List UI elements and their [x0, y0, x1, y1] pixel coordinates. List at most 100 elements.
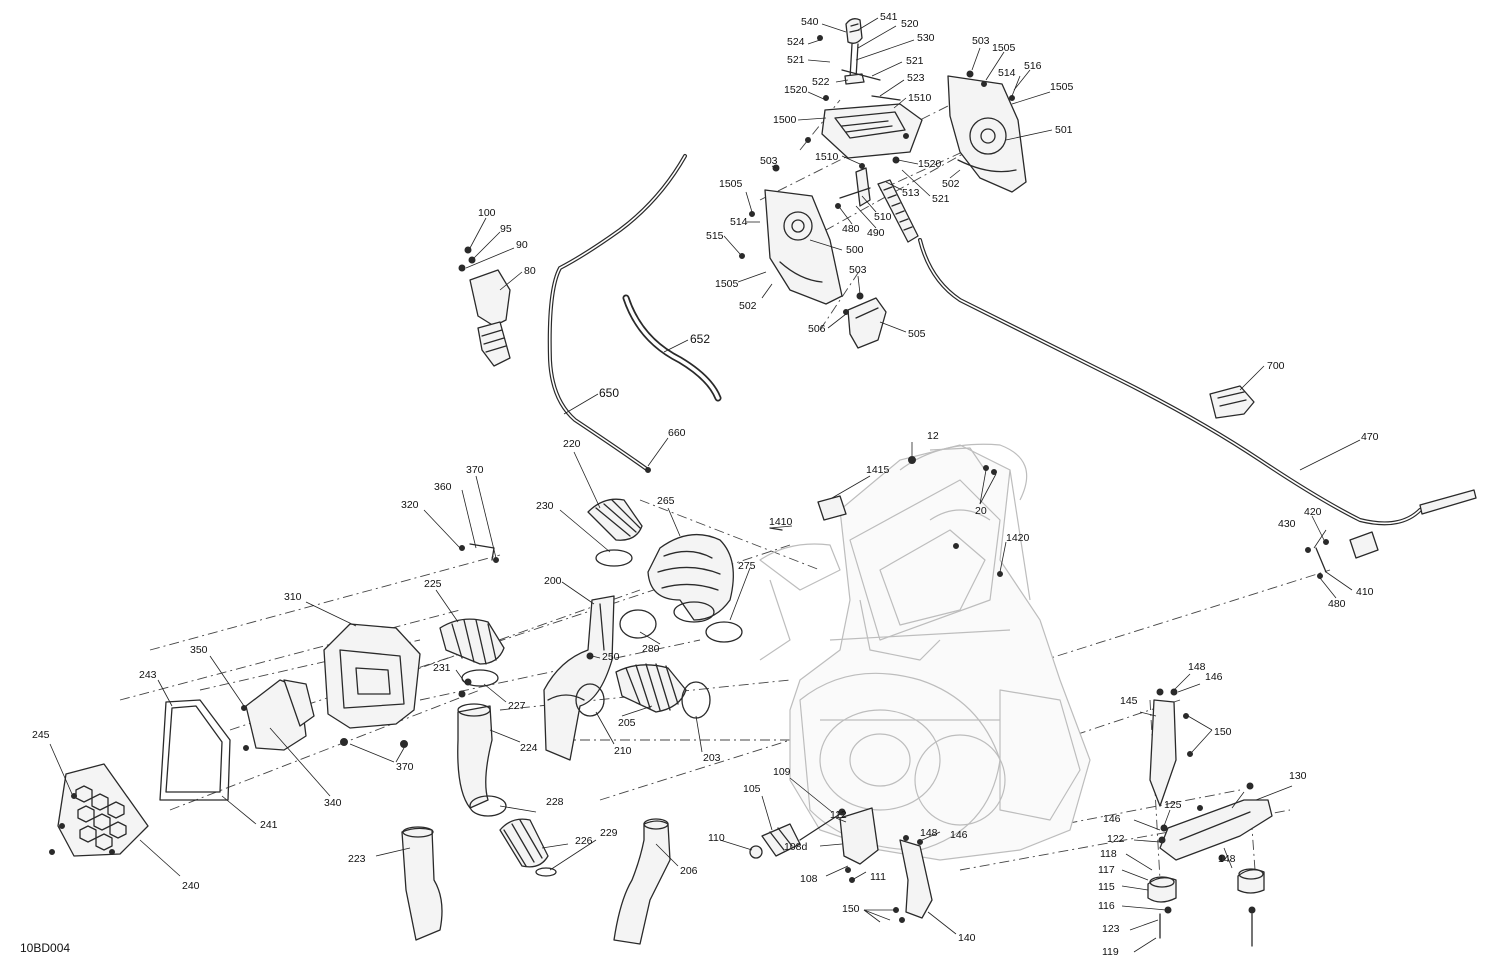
- callout-503-a: 503: [760, 155, 778, 167]
- callout-223: 223: [348, 853, 366, 865]
- callout-540: 540: [801, 16, 819, 28]
- callout-220: 220: [563, 438, 581, 450]
- callout-514-a: 514: [998, 67, 1016, 79]
- callout-420: 420: [1304, 506, 1322, 518]
- callout-145: 145: [1120, 695, 1138, 707]
- callout-410: 410: [1356, 586, 1374, 598]
- shifter-assembly: [739, 18, 1027, 349]
- callout-521-b: 521: [906, 55, 924, 67]
- callout-280: 280: [642, 643, 660, 655]
- callout-1505-b: 1505: [1050, 81, 1074, 93]
- callout-108d: 108d: [784, 841, 808, 853]
- callout-200: 200: [544, 575, 562, 587]
- callout-513: 513: [902, 187, 920, 199]
- callout-1410: 1410: [769, 516, 793, 528]
- callout-140: 140: [958, 932, 976, 944]
- callout-119: 119: [1102, 946, 1119, 958]
- callout-1505-a: 1505: [992, 42, 1016, 54]
- callout-275: 275: [738, 560, 756, 572]
- callout-480-b: 480: [1328, 598, 1346, 610]
- callout-360: 360: [434, 481, 452, 493]
- callout-112: 112: [830, 809, 847, 821]
- engine-ghost: [759, 443, 1091, 861]
- callout-227: 227: [508, 700, 526, 712]
- callout-116: 116: [1098, 900, 1115, 912]
- diagram-code: 10BD004: [20, 941, 70, 955]
- callout-110: 110: [708, 832, 725, 844]
- callout-502-a: 502: [942, 178, 960, 190]
- callout-150-a: 150: [1214, 726, 1232, 738]
- callout-203: 203: [703, 752, 721, 764]
- callout-490: 490: [867, 227, 885, 239]
- callout-231: 231: [433, 662, 451, 674]
- callout-1520-a: 1520: [784, 84, 808, 96]
- callout-370-b: 370: [396, 761, 414, 773]
- callout-522: 522: [812, 76, 830, 88]
- callout-1510-b: 1510: [815, 151, 839, 163]
- callout-500: 500: [846, 244, 864, 256]
- callout-502-b: 502: [739, 300, 757, 312]
- callout-12: 12: [927, 430, 939, 442]
- callout-125: 125: [1164, 799, 1182, 811]
- callout-505: 505: [908, 328, 926, 340]
- callout-95: 95: [500, 223, 512, 235]
- callout-146-a: 146: [1205, 671, 1223, 683]
- callout-480-a: 480: [842, 223, 860, 235]
- cables: [547, 154, 1477, 526]
- callout-1520-b: 1520: [918, 158, 942, 170]
- callout-430: 430: [1278, 518, 1296, 530]
- airbox-assembly: [49, 543, 499, 857]
- callout-320: 320: [401, 499, 419, 511]
- callout-650: 650: [599, 386, 619, 400]
- callout-652: 652: [690, 332, 710, 346]
- callout-108: 108: [800, 873, 818, 885]
- callout-206: 206: [680, 865, 698, 877]
- callout-501: 501: [1055, 124, 1073, 136]
- callout-labels: 540 541 520 530 524 521 521 522 523 1520…: [20, 11, 1379, 958]
- callout-150-b: 150: [842, 903, 860, 915]
- callout-109: 109: [773, 766, 791, 778]
- callout-521-c: 521: [932, 193, 950, 205]
- callout-230: 230: [536, 500, 554, 512]
- callout-243: 243: [139, 669, 157, 681]
- callout-265: 265: [657, 495, 675, 507]
- callout-146-b: 146: [1103, 813, 1121, 825]
- callout-1505-c: 1505: [719, 178, 743, 190]
- callout-100: 100: [478, 207, 496, 219]
- callout-250: 250: [602, 651, 620, 663]
- pedal-assembly: [458, 246, 511, 367]
- callout-80: 80: [524, 265, 536, 277]
- callout-350: 350: [190, 644, 208, 656]
- callout-524: 524: [787, 36, 805, 48]
- callout-1420: 1420: [1006, 532, 1030, 544]
- callout-523: 523: [907, 72, 925, 84]
- callout-105: 105: [743, 783, 761, 795]
- callout-228: 228: [546, 796, 564, 808]
- callout-1505-d: 1505: [715, 278, 739, 290]
- callout-521-a: 521: [787, 54, 805, 66]
- callout-118: 118: [1100, 848, 1117, 860]
- callout-205: 205: [618, 717, 636, 729]
- callout-245: 245: [32, 729, 50, 741]
- callout-130: 130: [1289, 770, 1307, 782]
- callout-240: 240: [182, 880, 200, 892]
- engine-mount-parts: [645, 456, 1379, 947]
- callout-340: 340: [324, 797, 342, 809]
- callout-503-top: 503: [972, 35, 990, 47]
- callout-210: 210: [614, 745, 632, 757]
- callout-111: 111: [870, 871, 886, 883]
- callout-241: 241: [260, 819, 278, 831]
- callout-1500: 1500: [773, 114, 797, 126]
- callout-122: 122: [1107, 833, 1125, 845]
- callout-117: 117: [1098, 864, 1115, 876]
- callout-503-c: 503: [849, 264, 867, 276]
- callout-660: 660: [668, 427, 686, 439]
- callout-470: 470: [1361, 431, 1379, 443]
- callout-229: 229: [600, 827, 618, 839]
- callout-leaders: [49, 17, 1361, 953]
- callout-225: 225: [424, 578, 442, 590]
- callout-516: 516: [1024, 60, 1042, 72]
- alignment-lines: [119, 89, 1331, 881]
- callout-510: 510: [874, 211, 892, 223]
